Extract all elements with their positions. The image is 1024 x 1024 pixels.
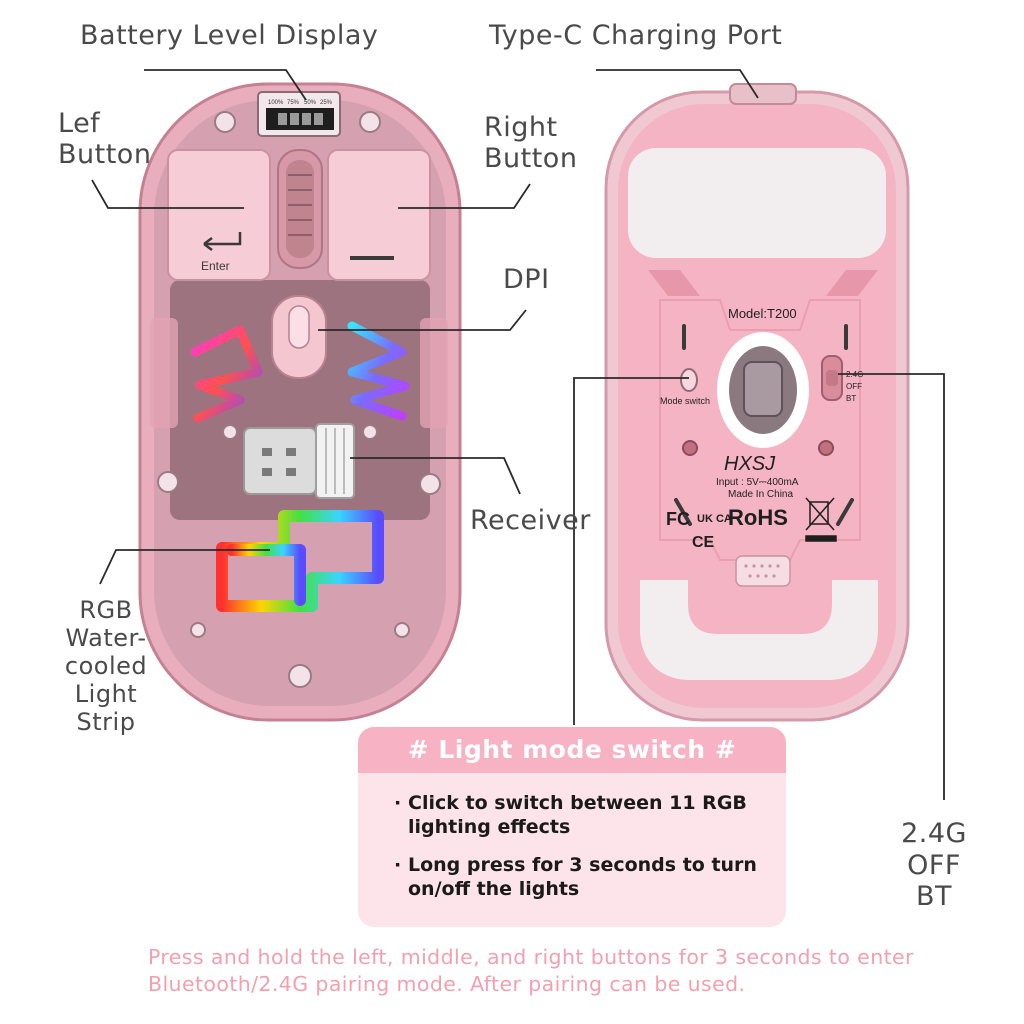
switch-off-text: OFF (846, 382, 862, 391)
mouse-top-view: 100% 75% 50% 25% Enter (138, 82, 462, 722)
right-key (327, 149, 431, 281)
battery-scale-100: 100% (268, 100, 284, 106)
input-rating-text: Input : 5V⎓400mA (716, 477, 799, 488)
leader-lines (91, 69, 945, 800)
panel-bullet-text: Click to switch between 11 RGB lighting … (408, 792, 747, 838)
battery-scale-25: 25% (320, 100, 333, 106)
panel-bullet: · Long press for 3 seconds to turn on/of… (394, 853, 762, 901)
key-legend: Enter (201, 259, 230, 273)
pairing-note: Press and hold the left, middle, and rig… (148, 945, 914, 996)
light-mode-panel: # Light mode switch # · Click to switch … (358, 727, 786, 927)
battery-scale-75: 75% (287, 100, 300, 106)
label-left-button: Lef Button (58, 108, 152, 171)
model-text: Model:T200 (728, 306, 797, 321)
receiver (243, 427, 317, 495)
panel-bullet: · Click to switch between 11 RGB lightin… (394, 791, 762, 839)
origin-text: Made In China (728, 489, 793, 500)
label-receiver: Receiver (470, 505, 591, 536)
panel-bullet-text: Long press for 3 seconds to turn on/off … (408, 854, 757, 900)
label-rgb-light-strip: RGB Water- cooled Light Strip (64, 596, 148, 737)
rohs-mark: RoHS (728, 505, 788, 530)
mode-switch-text: Mode switch (660, 396, 710, 406)
label-switch-modes: 2.4G OFF BT (901, 818, 967, 913)
mouse-bottom-view: Model:T200 Mode switch 2.4G OFF BT HXSJ … (604, 83, 910, 722)
mode-switch-button (680, 368, 698, 392)
label-type-c-charging-port: Type-C Charging Port (489, 20, 783, 51)
ukca-mark: UK CA (697, 513, 732, 525)
label-battery-level-display: Battery Level Display (80, 20, 379, 51)
fc-mark: FC (666, 509, 690, 529)
weee-icon (805, 497, 837, 542)
label-dpi: DPI (503, 264, 550, 295)
bullet-dot-icon: · (394, 854, 402, 876)
brand-logo: HXSJ (724, 453, 776, 475)
panel-bullets: · Click to switch between 11 RGB lightin… (358, 773, 786, 901)
type-c-port (729, 83, 797, 105)
label-right-button: Right Button (484, 112, 578, 175)
switch-bt-text: BT (846, 394, 856, 403)
ce-mark: CE (692, 534, 715, 551)
left-key (167, 149, 271, 281)
battery-scale-50: 50% (304, 100, 317, 106)
panel-title: # Light mode switch # (358, 727, 786, 773)
bullet-dot-icon: · (394, 792, 402, 814)
